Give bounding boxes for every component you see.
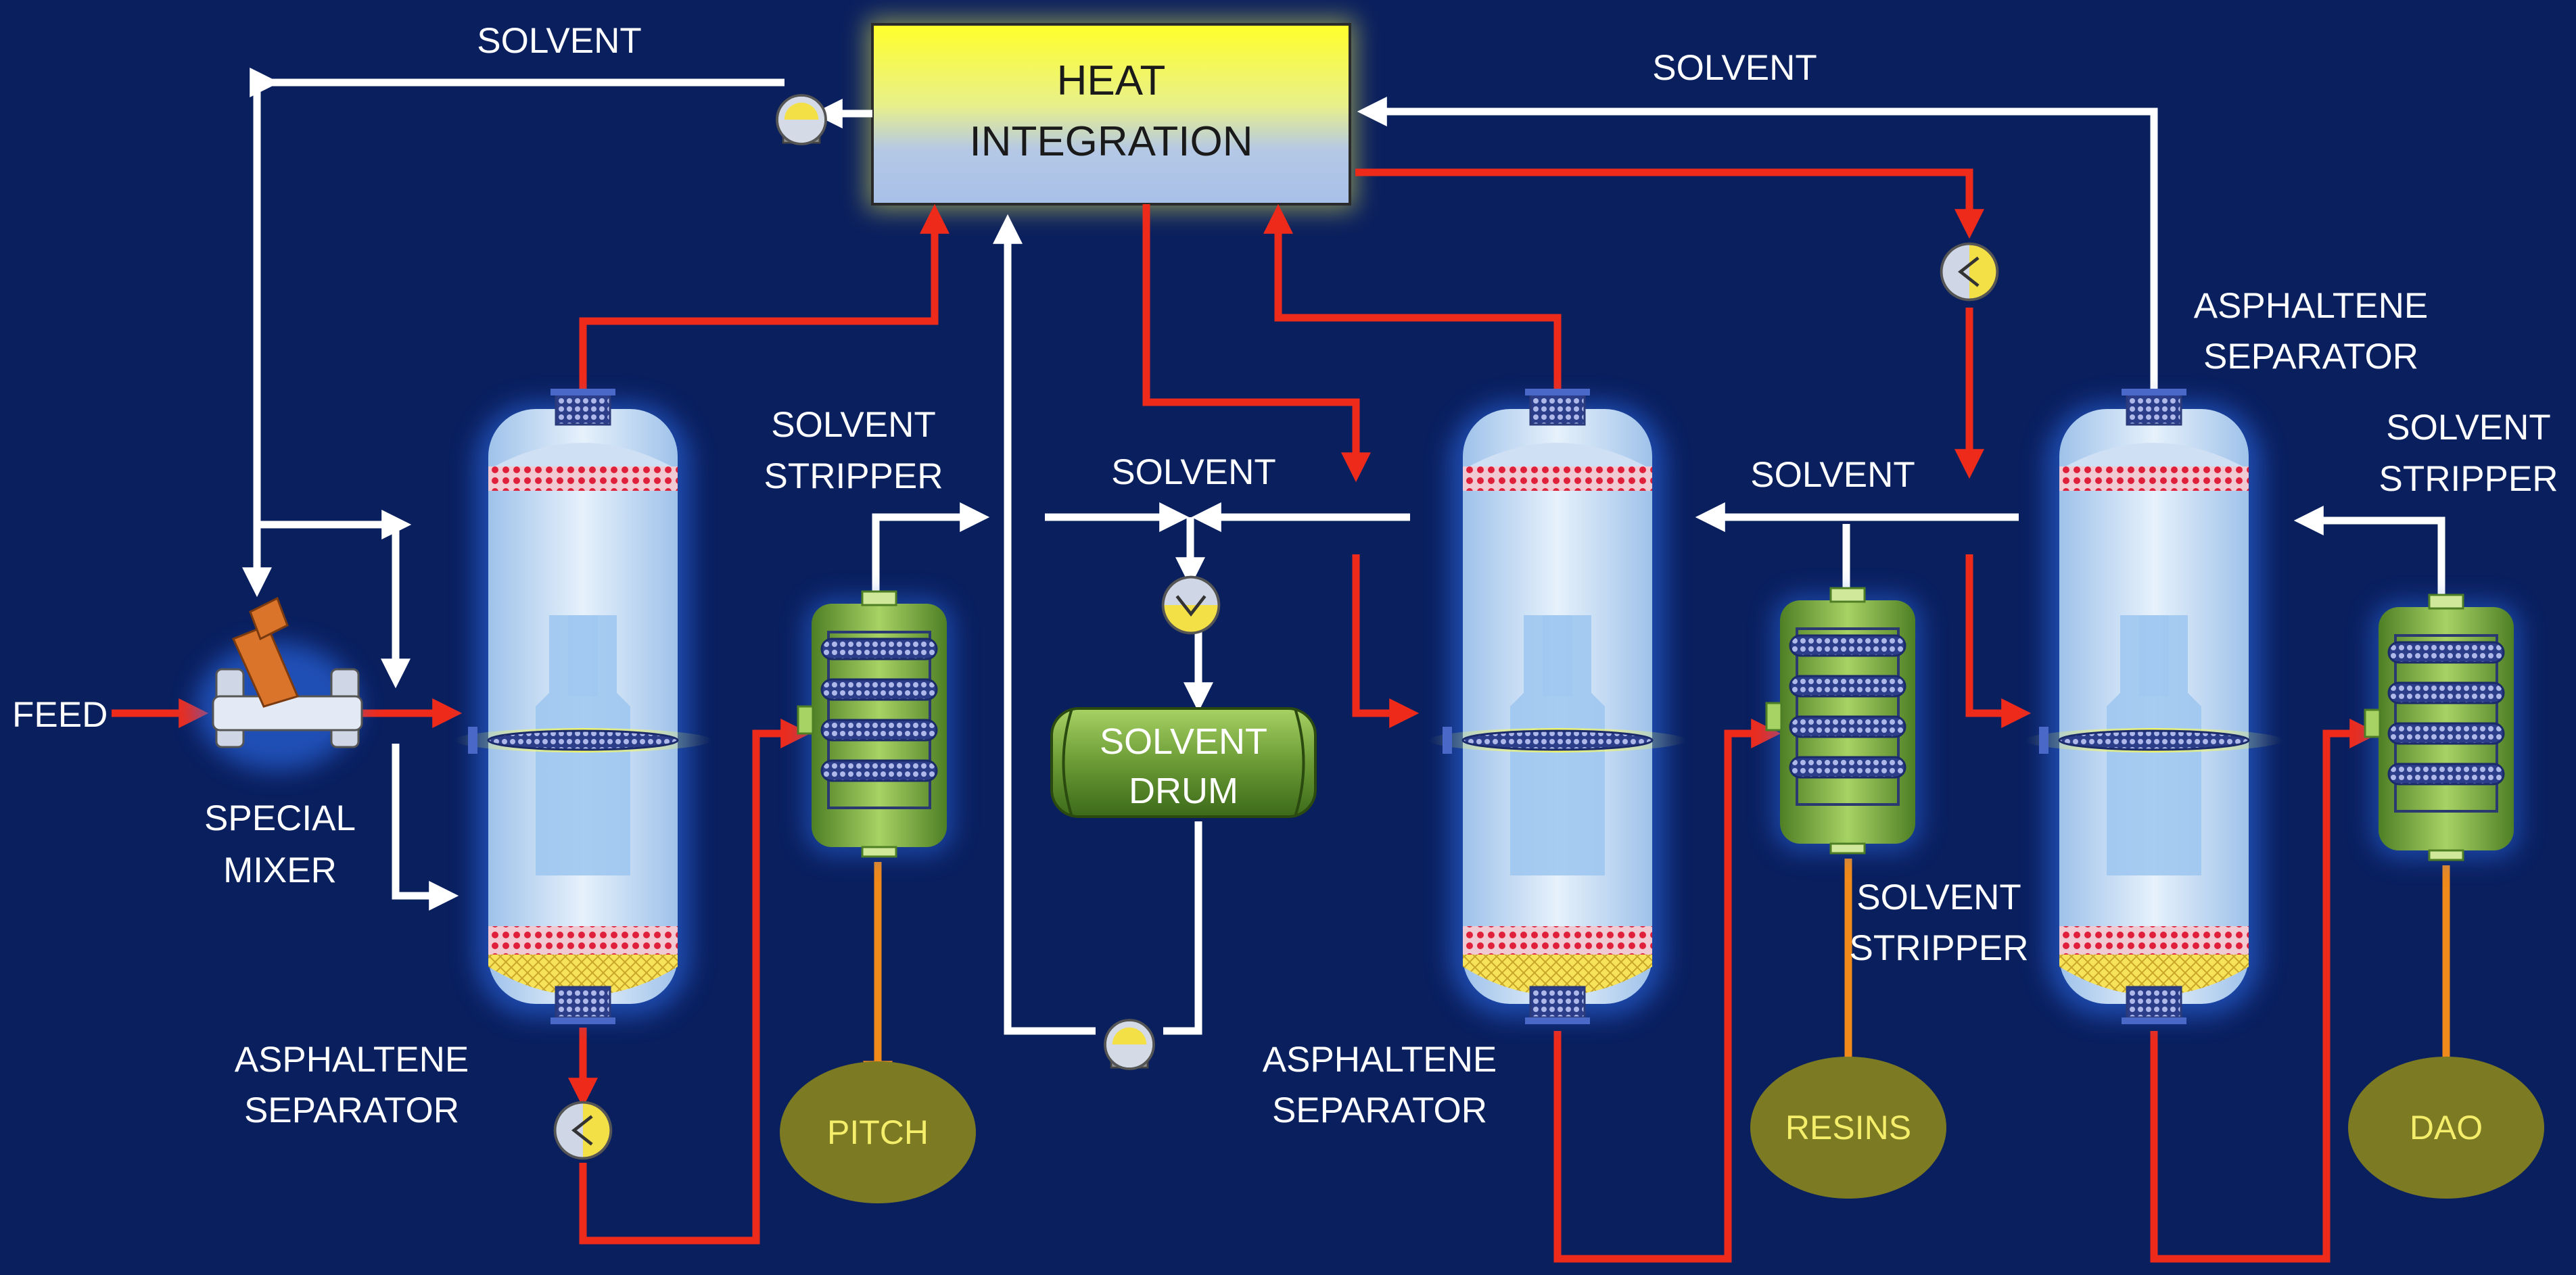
solvent-label-top-left: SOLVENT bbox=[477, 21, 641, 61]
solvent-label-mid-right: SOLVENT bbox=[1750, 455, 1915, 495]
asphaltene-separator-3-label: ASPHALTENE bbox=[2194, 286, 2429, 326]
asphaltene-separator-1-label: ASPHALTENE bbox=[235, 1040, 469, 1080]
solvent-drum: SOLVENT DRUM bbox=[1050, 707, 1317, 818]
heat-integration-label: HEAT bbox=[1057, 57, 1166, 104]
product-resins-label: RESINS bbox=[1785, 1109, 1911, 1147]
pump-icon bbox=[776, 94, 827, 145]
asphaltene-separator-3 bbox=[2025, 389, 2282, 1024]
solvent-stripper-3-label-2: STRIPPER bbox=[2379, 459, 2558, 499]
product-resins: RESINS bbox=[1750, 1057, 1946, 1199]
solvent-drum-label: SOLVENT bbox=[1100, 721, 1267, 762]
special-mixer-label-2: MIXER bbox=[223, 850, 337, 890]
hot-stream-lines bbox=[112, 168, 2380, 1263]
asphaltene-separator-2-label: ASPHALTENE bbox=[1263, 1040, 1497, 1080]
pump-icon bbox=[1104, 1019, 1155, 1070]
solvent-lines bbox=[242, 68, 2445, 1035]
asphaltene-separator-1-label-2: SEPARATOR bbox=[244, 1090, 459, 1130]
asphaltene-separator-3-label-2: SEPARATOR bbox=[2203, 337, 2418, 377]
static-mixer-icon bbox=[196, 596, 363, 771]
solvent-stripper-2-label: SOLVENT bbox=[1856, 877, 2021, 917]
product-lines bbox=[863, 859, 2461, 1091]
asphaltene-separator-2-label-2: SEPARATOR bbox=[1272, 1090, 1487, 1130]
solvent-drum-label-2: DRUM bbox=[1129, 771, 1238, 811]
asphaltene-separator-2 bbox=[1429, 389, 1686, 1024]
heat-integration-unit: HEAT INTEGRATION bbox=[867, 19, 1355, 210]
asphaltene-separator-1 bbox=[454, 389, 711, 1024]
solvent-stripper-1-label: SOLVENT bbox=[771, 405, 935, 445]
solvent-stripper-1 bbox=[798, 592, 954, 857]
product-pitch: PITCH bbox=[780, 1061, 976, 1203]
solvent-stripper-2 bbox=[1766, 588, 1922, 853]
solvent-stripper-3 bbox=[2365, 595, 2521, 860]
solvent-stripper-3-label: SOLVENT bbox=[2386, 408, 2550, 448]
heat-exchanger-icon bbox=[555, 1103, 611, 1159]
solvent-stripper-2-label-2: STRIPPER bbox=[1849, 928, 2028, 968]
special-mixer-label: SPECIAL bbox=[204, 798, 356, 838]
solvent-label-top-right: SOLVENT bbox=[1652, 48, 1817, 88]
heat-exchanger-icon bbox=[1942, 244, 1998, 300]
heat-exchanger-icon bbox=[1163, 577, 1219, 633]
feed-label: FEED bbox=[12, 695, 108, 735]
solvent-stripper-1-label-2: STRIPPER bbox=[764, 456, 943, 496]
heat-integration-label-2: INTEGRATION bbox=[969, 118, 1252, 165]
product-dao-label: DAO bbox=[2410, 1109, 2483, 1147]
product-pitch-label: PITCH bbox=[827, 1113, 929, 1151]
product-dao: DAO bbox=[2348, 1057, 2544, 1199]
solvent-label-center: SOLVENT bbox=[1111, 452, 1275, 492]
